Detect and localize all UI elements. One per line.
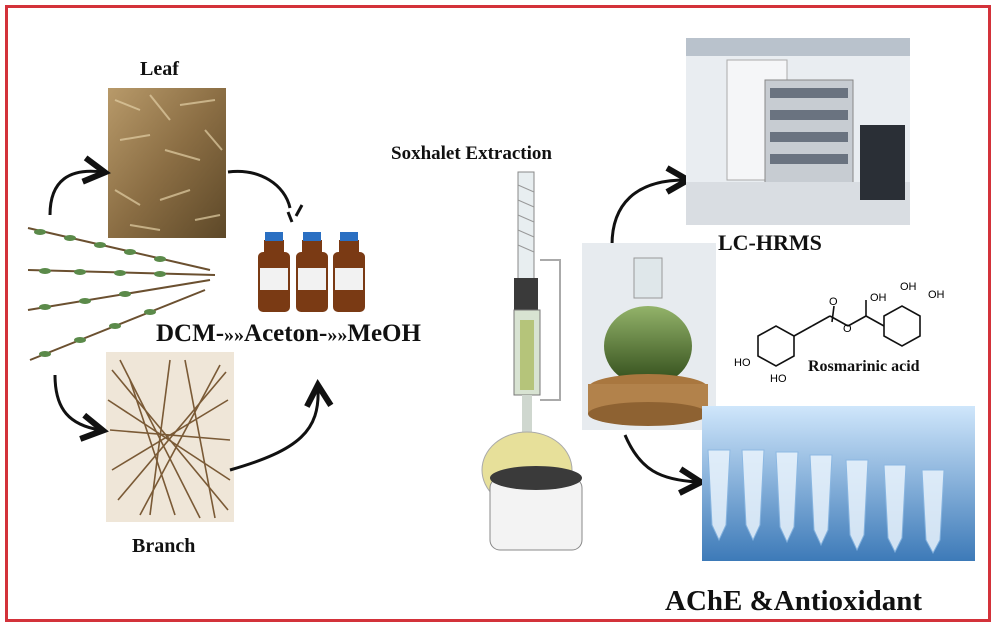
leaf-photo (108, 88, 226, 238)
arrow-to-assay (623, 434, 698, 482)
leaf-label: Leaf (140, 58, 179, 80)
branch-label: Branch (132, 535, 196, 557)
chevron-icon: »» (327, 324, 348, 346)
flask-photo (582, 243, 716, 430)
border-frame (5, 5, 991, 622)
arrow-branch-to-solvent (229, 388, 318, 472)
solvent-meoh: MeOH (347, 320, 421, 347)
atom-o-carbonyl: O (829, 296, 838, 308)
atom-o-ester: O (843, 323, 852, 335)
flow-arrows (48, 169, 698, 482)
arrow-to-lchrms (610, 180, 685, 246)
assay-label: AChE &Antioxidant (665, 585, 923, 617)
atom-ho-left: HO (734, 357, 751, 369)
plant-illustration (27, 227, 216, 361)
chevron-icon: »» (224, 324, 245, 346)
soxhlet-label: Soxhalet Extraction (391, 143, 552, 164)
atom-ho-bottom: HO (770, 373, 787, 385)
branch-photo (106, 352, 234, 522)
arrow-to-branch (53, 374, 100, 430)
soxhlet-apparatus (481, 171, 583, 551)
lchrms-photo (686, 38, 910, 225)
solvent-acetone: Aceton- (244, 320, 328, 347)
assay-photo (702, 406, 975, 561)
lchrms-label: LC-HRMS (718, 230, 822, 255)
solvent-bottles (258, 232, 365, 312)
arrow-leaf-to-solvent (227, 169, 292, 209)
atom-oh-top-left: OH (900, 281, 917, 293)
atom-oh-acid: OH (870, 292, 887, 304)
arrow-to-leaf (48, 171, 102, 216)
tick-marks (286, 204, 304, 223)
atom-oh-top-right: OH (928, 289, 945, 301)
rosmarinic-acid-structure (757, 300, 921, 367)
solvent-sequence: DCM-»»Aceton-»»MeOH (156, 320, 421, 348)
solvent-dcm: DCM- (156, 320, 225, 347)
rosmarinic-acid-label: Rosmarinic acid (808, 358, 920, 375)
